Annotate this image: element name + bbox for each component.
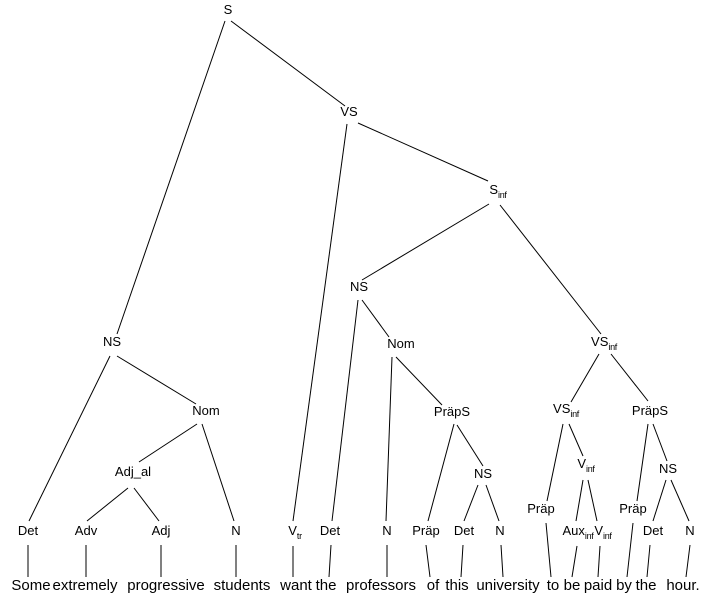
tree-node-nom-mid: Nom — [387, 336, 415, 351]
tree-node-det-1: Det — [17, 523, 39, 538]
tree-node-praep-by: Präp — [619, 501, 647, 516]
tree-node-subscript: inf — [603, 531, 612, 541]
sentence-word-4: want — [280, 577, 312, 594]
tree-node-subscript: inf — [570, 409, 579, 419]
edge-vs-v-tr — [292, 123, 348, 522]
edge-v-inf-leaf-word-12 — [597, 545, 601, 578]
tree-node-v-tr: Vtr — [288, 523, 302, 541]
edge-det-2-word-5 — [328, 544, 332, 578]
edge-vs-s-inf — [357, 122, 489, 182]
tree-node-n-2: N — [382, 523, 392, 538]
sentence-word-12: paid — [583, 577, 613, 594]
tree-node-aux-inf: Auxinf — [562, 523, 594, 541]
sentence-word-0: Some — [11, 577, 51, 594]
tree-node-vs-inf-upper: VSinf — [591, 334, 617, 352]
edge-vs-inf-upper-praeps-right — [610, 353, 649, 402]
tree-node-subscript: inf — [586, 464, 595, 474]
edge-vs-inf-lower-praep-to — [546, 423, 564, 502]
sentence-word-1: extremely — [52, 577, 118, 594]
edge-s-inf-vs-inf-upper — [499, 204, 602, 335]
edge-vs-inf-lower-v-inf-mid — [568, 423, 584, 457]
edge-ns-mid-det-2 — [331, 299, 359, 522]
tree-node-n-4: N — [685, 523, 695, 538]
tree-node-det-2: Det — [319, 523, 341, 538]
edge-ns-right-n-4 — [670, 479, 690, 522]
tree-node-adj: Adj — [151, 523, 171, 538]
edge-det-3-word-8 — [460, 544, 464, 578]
edge-n-3-word-9 — [500, 544, 504, 578]
edge-ns-left-nom-left — [116, 355, 197, 405]
edge-n-4-word-15 — [685, 544, 691, 578]
sentence-word-14: the — [635, 577, 657, 594]
tree-node-vs: VS — [340, 104, 358, 119]
edge-praep-of-word-7 — [425, 544, 431, 578]
edge-ns-right-det-4 — [652, 479, 667, 522]
edge-s-ns-left — [116, 20, 226, 335]
tree-node-nom-left: Nom — [192, 403, 220, 418]
tree-node-v-inf-mid: Vinf — [577, 456, 595, 474]
tree-node-vs-inf-lower: VSinf — [553, 401, 579, 419]
edge-ns-mid-nom-mid — [361, 299, 390, 338]
tree-node-subscript: inf — [498, 190, 507, 200]
edge-nom-mid-praeps-mid — [395, 356, 443, 406]
sentence-word-13: by — [616, 577, 632, 594]
tree-node-ns-left: NS — [102, 334, 122, 349]
edge-praep-by-word-13 — [626, 522, 634, 578]
sentence-word-7: of — [426, 577, 440, 594]
tree-node-adv: Adv — [74, 523, 98, 538]
sentence-word-5: the — [315, 577, 337, 594]
tree-node-s: S — [223, 2, 233, 17]
edge-s-inf-ns-mid — [361, 203, 490, 281]
edge-v-inf-mid-aux-inf — [575, 479, 584, 522]
tree-node-adj-al: Adj_al — [114, 464, 152, 479]
edge-adj-al-adj — [133, 487, 160, 522]
tree-node-n-1: N — [231, 523, 241, 538]
sentence-word-8: this — [445, 577, 469, 594]
tree-node-praep-to: Präp — [527, 501, 555, 516]
tree-node-subscript: inf — [584, 531, 594, 541]
edge-praeps-mid-praep-of — [427, 423, 455, 522]
edge-praeps-right-ns-right — [652, 423, 668, 462]
tree-node-praep-of: Präp — [412, 523, 440, 538]
edge-v-inf-mid-v-inf-leaf — [587, 479, 598, 522]
sentence-word-10: to — [546, 577, 560, 594]
tree-node-det-3: Det — [453, 523, 475, 538]
edge-s-vs — [230, 20, 346, 107]
tree-node-praeps-right: PräpS — [631, 403, 669, 418]
sentence-word-6: professors — [345, 577, 417, 594]
tree-node-ns-right: NS — [658, 461, 678, 476]
edge-praeps-mid-ns-praeps — [456, 424, 484, 467]
edge-nom-mid-n-2 — [385, 356, 393, 522]
tree-node-det-4: Det — [642, 523, 664, 538]
edge-vs-inf-upper-vs-inf-lower — [570, 353, 600, 403]
sentence-word-15: hour. — [666, 577, 700, 594]
edge-praeps-right-praep-by — [636, 423, 649, 502]
edge-ns-praeps-det-3 — [463, 484, 479, 522]
sentence-word-2: progressive — [127, 577, 205, 594]
tree-node-ns-mid: NS — [349, 279, 369, 294]
edge-ns-left-det-1 — [28, 355, 111, 522]
tree-node-subscript: tr — [296, 531, 302, 541]
edge-det-4-word-14 — [646, 544, 651, 578]
edge-nom-left-n-1 — [201, 423, 235, 522]
tree-node-praeps-mid: PräpS — [433, 404, 471, 419]
edge-nom-left-adj-al — [138, 423, 198, 463]
edge-aux-inf-word-11 — [571, 545, 578, 578]
edge-ns-praeps-n-3 — [485, 484, 500, 522]
tree-node-ns-praeps: NS — [473, 466, 493, 481]
tree-node-subscript: inf — [608, 342, 617, 352]
edge-praep-to-word-10 — [545, 522, 552, 578]
edge-adj-al-adv — [86, 487, 129, 522]
sentence-word-3: students — [213, 577, 271, 594]
tree-node-s-inf: Sinf — [489, 182, 507, 200]
sentence-word-9: university — [476, 577, 540, 594]
tree-node-n-3: N — [495, 523, 505, 538]
tree-node-v-inf-leaf: Vinf — [594, 523, 612, 541]
sentence-word-11: be — [563, 577, 581, 594]
